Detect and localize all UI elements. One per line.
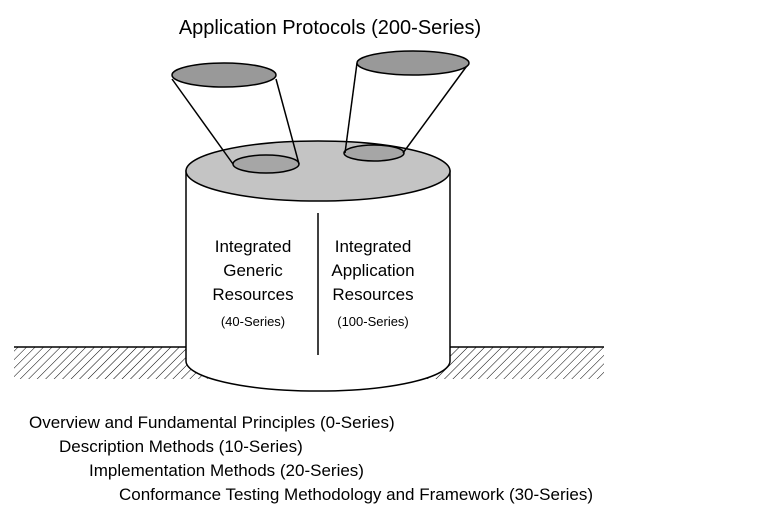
left-protocol-cone <box>171 62 300 165</box>
generic-resources-label: Integrated Generic Resources (40-Series) <box>212 237 293 329</box>
foundation-item-overview: Overview and Fundamental Principles (0-S… <box>29 413 395 432</box>
left-cone-edge-inner <box>275 78 300 165</box>
foundation-list: Overview and Fundamental Principles (0-S… <box>29 413 593 504</box>
application-resources-line2: Application <box>331 261 414 280</box>
application-resources-label: Integrated Application Resources (100-Se… <box>331 237 414 329</box>
foundation-item-description: Description Methods (10-Series) <box>59 437 303 456</box>
right-hole <box>343 144 405 162</box>
application-resources-series: (100-Series) <box>337 314 409 329</box>
right-protocol-cone <box>344 50 470 154</box>
diagram-title: Application Protocols (200-Series) <box>179 17 481 39</box>
cylinder-top <box>185 140 451 202</box>
generic-resources-series: (40-Series) <box>221 314 285 329</box>
left-hole <box>232 154 300 174</box>
right-cone-edge-outer <box>402 62 470 154</box>
generic-resources-line1: Integrated <box>215 237 292 256</box>
foundation-item-conformance: Conformance Testing Methodology and Fram… <box>119 485 593 504</box>
application-resources-line3: Resources <box>332 285 413 304</box>
generic-resources-line3: Resources <box>212 285 293 304</box>
application-resources-line1: Integrated <box>335 237 412 256</box>
right-cone-edge-inner <box>344 62 358 154</box>
foundation-item-implementation: Implementation Methods (20-Series) <box>89 461 364 480</box>
left-cone-edge-outer <box>171 78 234 165</box>
left-cone-top <box>171 62 277 88</box>
right-cone-top <box>356 50 470 76</box>
generic-resources-line2: Generic <box>223 261 283 280</box>
